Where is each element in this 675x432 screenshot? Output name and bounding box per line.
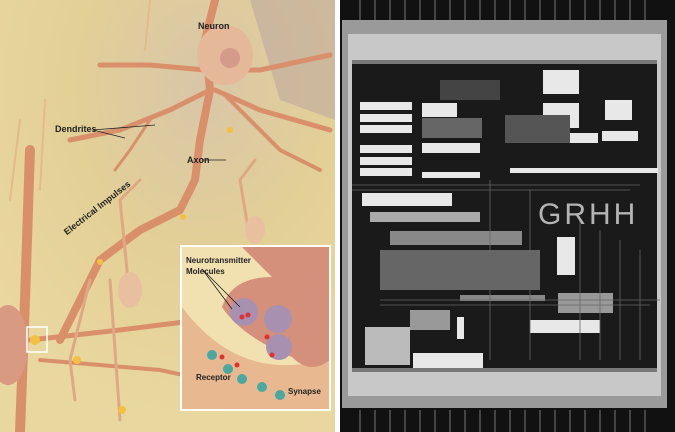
chip-artwork [342,0,667,432]
neuron-artwork [0,0,335,432]
chip-die-photo: GRHH [340,0,675,432]
label-molecules: Molecules [186,267,225,276]
zoom-region-marker [26,326,48,353]
synapse-artwork [182,247,329,409]
label-neurotransmitter: Neurotransmitter [186,256,251,265]
die-marking-text: GRHH [538,198,639,231]
synapse-inset: Neurotransmitter Molecules Receptor Syna… [180,245,331,411]
label-neuron: Neuron [198,21,230,31]
label-synapse: Synapse [288,387,321,396]
label-receptor: Receptor [196,373,231,382]
label-dendrites: Dendrites [55,124,97,134]
neuron-illustration: Neuron Dendrites Axon Electrical Impulse… [0,0,335,432]
label-axon: Axon [187,155,210,165]
